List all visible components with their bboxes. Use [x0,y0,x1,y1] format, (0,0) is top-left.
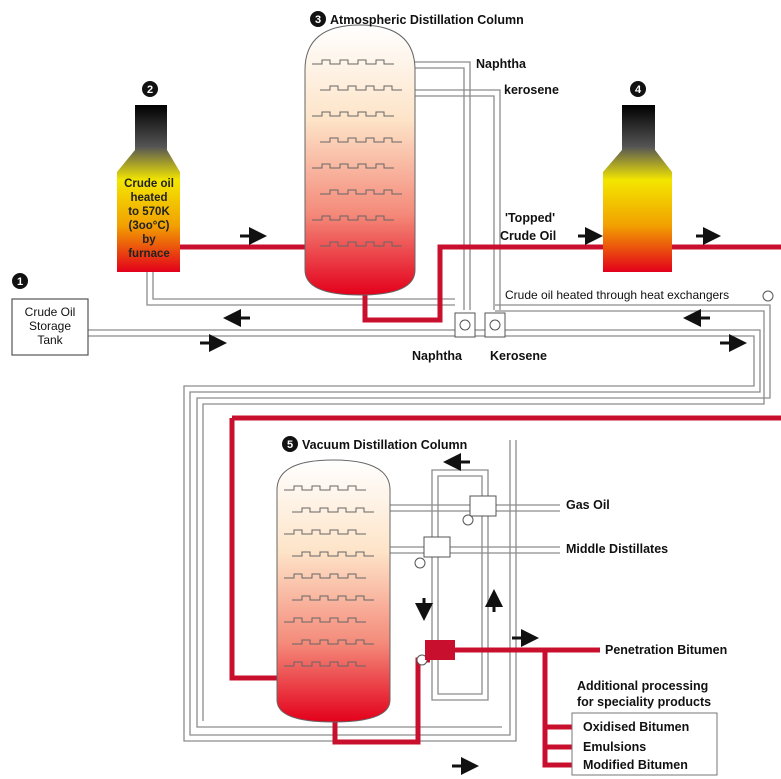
storage-tank: Crude Oil Storage Tank [11,298,89,356]
step-number-3: 3 [315,14,321,26]
heat-exchangers-label: Crude oil heated through heat exchangers [505,288,729,302]
vacuum-column-title: Vacuum Distillation Column [302,438,467,452]
flow-arrows [200,227,747,775]
product-oxidised-bitumen: Oxidised Bitumen [583,720,689,734]
step-number-1: 1 [17,276,23,288]
bitumen-heater [425,640,455,660]
furnace-text-4: (3oo°C) [128,220,169,232]
product-emulsions: Emulsions [583,740,646,754]
topped-label-line-1: 'Topped' [505,211,555,225]
step-number-2: 2 [147,84,153,96]
heat-exchangers [414,290,774,666]
additional-processing-line-2: for speciality products [577,695,711,709]
storage-line-1: Crude Oil [25,305,76,319]
furnace-text-3: to 570K [128,206,170,218]
middle-distillates-label: Middle Distillates [566,542,668,556]
product-modified-bitumen: Modified Bitumen [583,758,688,772]
kerosene-bottom-label: Kerosene [490,349,547,363]
furnace-text-6: furnace [128,248,170,260]
vacuum-trays [284,485,374,667]
furnace-text-2: heated [130,192,167,204]
naphtha-bottom-label: Naphtha [412,349,463,363]
penetration-bitumen-label: Penetration Bitumen [605,643,727,657]
hot-pipes [180,244,781,768]
furnace-1: Crude oil heated to 570K (3oo°C) by furn… [117,105,180,272]
atmospheric-column-title: Atmospheric Distillation Column [330,13,524,27]
storage-line-3: Tank [37,333,63,347]
products-box [571,712,718,776]
naphtha-top-label: Naphtha [476,57,527,71]
step-number-4: 4 [635,84,642,96]
furnace-text-1: Crude oil [124,178,174,190]
vacuum-column [276,459,391,723]
gas-oil-label: Gas Oil [566,498,610,512]
cold-pipes [88,61,771,742]
topped-label-line-2: Crude Oil [500,229,556,243]
step-badges: 1 2 3 4 5 [12,11,646,452]
kerosene-top-label: kerosene [504,83,559,97]
furnace-2 [603,105,672,272]
furnace-text-5: by [142,234,156,246]
additional-processing-line-1: Additional processing [577,679,708,693]
atmospheric-column [304,24,416,296]
step-number-5: 5 [287,439,293,451]
atmospheric-trays [312,59,402,247]
storage-line-2: Storage [29,319,71,333]
